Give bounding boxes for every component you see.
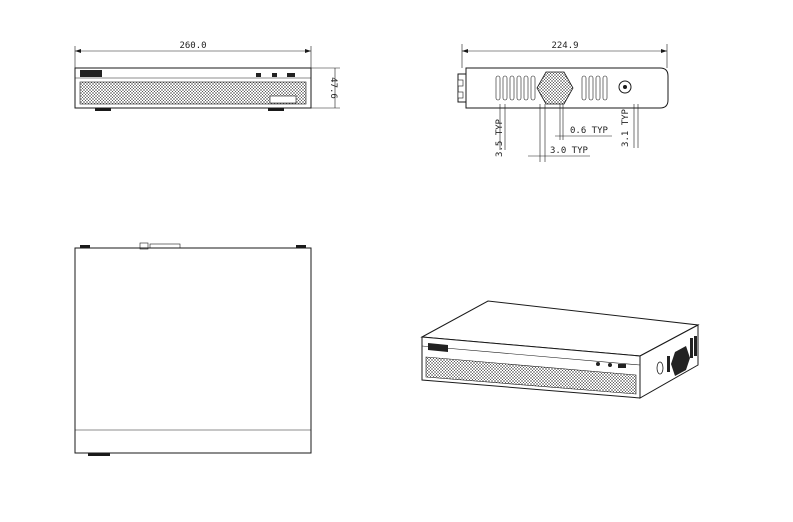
front-body	[74, 67, 312, 109]
led-indicator-3	[287, 73, 295, 77]
side-view: 224.9 0.6 TYP	[457, 41, 669, 162]
tolerance-a-label: 0.6 TYP	[570, 126, 609, 136]
tolerance-b-label: 3.0 TYP	[550, 146, 589, 156]
isometric-view	[420, 300, 700, 399]
iso-mesh-grille	[425, 356, 637, 395]
side-front-bezel	[457, 73, 467, 103]
side-depth-label: 224.9	[551, 41, 578, 51]
foot-left	[95, 108, 111, 111]
lock-hole	[618, 80, 632, 94]
front-height-label: 47.6	[328, 77, 338, 99]
front-width-label: 260.0	[179, 41, 206, 51]
vertical-a-label: 3.5 TYP	[495, 118, 505, 157]
front-mesh-grille	[79, 81, 307, 105]
side-body	[465, 67, 669, 109]
iso-fan-grille	[671, 346, 690, 376]
brand-logo	[80, 70, 102, 77]
led-indicator-2	[272, 73, 277, 77]
iso-brand-logo	[428, 343, 448, 352]
fan-grille	[536, 71, 574, 105]
led-indicator-1	[256, 73, 261, 77]
usb-port	[269, 95, 297, 104]
top-body	[74, 247, 312, 454]
vent-slots-left	[495, 75, 536, 101]
rear-port-block	[149, 243, 181, 249]
vertical-b-label: 3.1 TYP	[621, 108, 631, 147]
rear-connector	[139, 242, 149, 250]
foot-right	[268, 108, 284, 111]
front-view: 260.0 47.6	[74, 41, 340, 111]
top-view	[74, 242, 312, 456]
vent-slots-right	[581, 75, 608, 101]
